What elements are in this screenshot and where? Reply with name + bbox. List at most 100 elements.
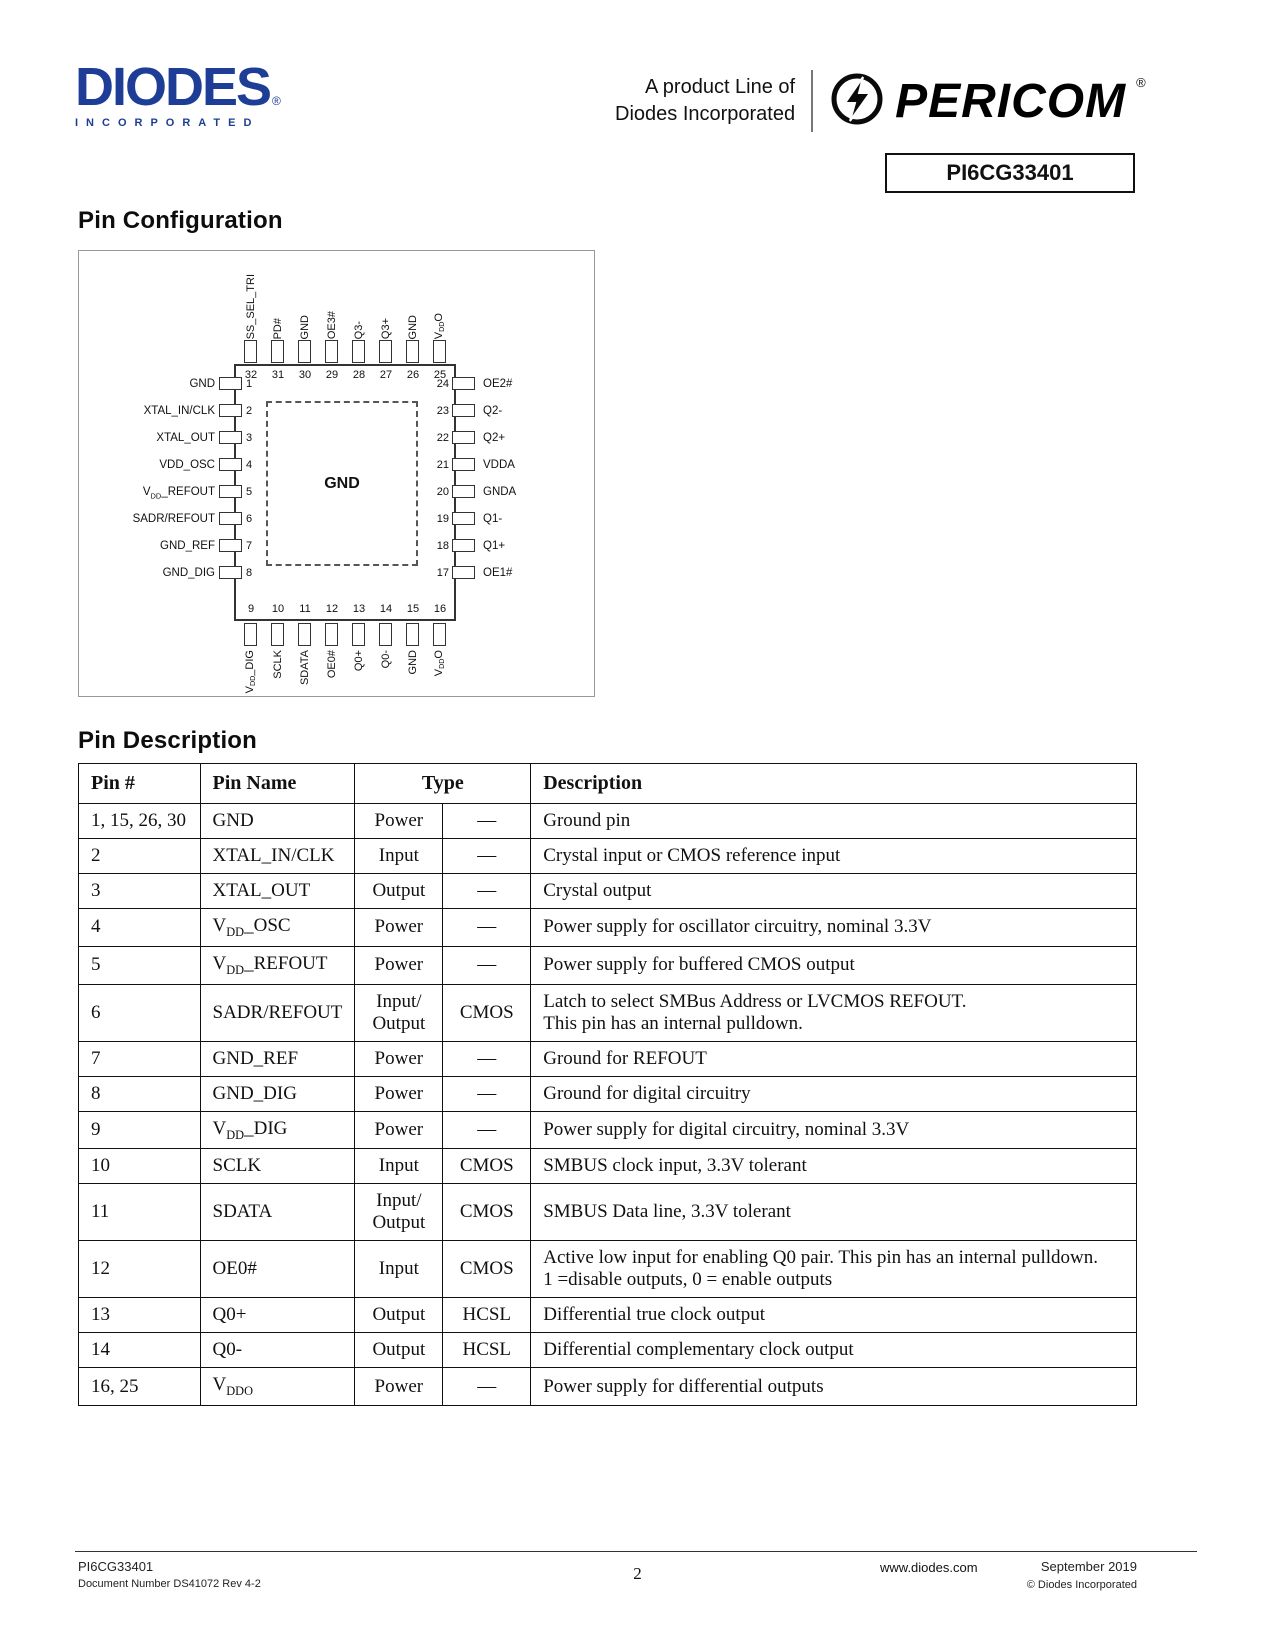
pin-label-14: Q0- <box>380 650 392 669</box>
pin-label-15: GND <box>407 650 419 675</box>
cell-pin-number: 4 <box>78 908 201 947</box>
pin-label-24: OE2# <box>483 378 513 390</box>
pin-number-11: 11 <box>299 603 311 615</box>
cell-subtype: CMOS <box>442 1148 532 1185</box>
pin-label-20: GNDA <box>483 486 517 498</box>
pin-number-30: 30 <box>298 369 312 381</box>
cell-description: SMBUS Data line, 3.3V tolerant <box>530 1183 1137 1242</box>
footer-website-link[interactable]: www.diodes.com <box>880 1560 978 1575</box>
cell-description: Power supply for differential outputs <box>530 1367 1137 1407</box>
footer-copyright: © Diodes Incorporated <box>1026 1578 1137 1591</box>
pin-number-19: 19 <box>436 513 449 525</box>
pericom-header: A product Line of Diodes Incorporated PE… <box>615 70 1146 132</box>
pin-number-27: 27 <box>379 369 393 381</box>
cell-description: Active low input for enabling Q0 pair. T… <box>530 1240 1137 1299</box>
cell-subtype: CMOS <box>442 1240 532 1299</box>
part-number-box: PI6CG33401 <box>885 153 1135 193</box>
cell-subtype: CMOS <box>442 983 532 1042</box>
pin-pad-6 <box>219 512 242 525</box>
diodes-wordmark: DIODES® <box>75 60 330 114</box>
pin-pad-28 <box>352 340 365 363</box>
product-line-1: A product Line of <box>645 76 796 98</box>
pin-pad-20 <box>452 485 475 498</box>
cell-type: Output <box>354 1332 444 1369</box>
pin-number-8: 8 <box>246 567 253 579</box>
footer-part-info: PI6CG33401 Document Number DS41072 Rev 4… <box>78 1558 261 1593</box>
cell-pin-number: 11 <box>78 1183 201 1242</box>
diodes-logo-text: DIODES <box>75 57 272 117</box>
pin-pad-2 <box>219 404 242 417</box>
pin-number-3: 3 <box>246 432 253 444</box>
pin-pad-19 <box>452 512 475 525</box>
pin-label-26: GND <box>407 314 419 339</box>
pin-label-30: GND <box>299 314 311 339</box>
pin-label-4: VDD_OSC <box>159 459 215 471</box>
pin-label-5: VDD_REFOUT <box>142 486 215 501</box>
cell-subtype: HCSL <box>442 1297 532 1334</box>
cell-type: Input <box>354 1240 444 1299</box>
cell-description: Latch to select SMBus Address or LVCMOS … <box>530 983 1137 1042</box>
pin-pad-12 <box>325 623 338 646</box>
footer-date: September 2019 <box>1040 1559 1137 1574</box>
pin-label-10: SCLK <box>272 650 284 679</box>
pin-pad-17 <box>452 566 475 579</box>
pin-label-29: OE3# <box>326 310 338 339</box>
pin-pad-15 <box>406 623 419 646</box>
cell-description: Differential complementary clock output <box>530 1332 1137 1369</box>
header-description: Description <box>530 763 1137 804</box>
footer-part-number: PI6CG33401 <box>78 1559 154 1574</box>
cell-description: Power supply for buffered CMOS output <box>530 945 1137 985</box>
part-number: PI6CG33401 <box>946 160 1074 185</box>
pin-number-22: 22 <box>436 432 449 444</box>
pin-number-24: 24 <box>436 378 449 390</box>
cell-type: Output <box>354 1297 444 1334</box>
pin-pad-4 <box>219 458 242 471</box>
pin-label-6: SADR/REFOUT <box>132 513 215 525</box>
cell-type: Power <box>354 1110 444 1150</box>
cell-description: Crystal input or CMOS reference input <box>530 838 1137 874</box>
pin-number-16: 16 <box>433 603 447 615</box>
pin-number-31: 31 <box>271 369 285 381</box>
cell-description: Crystal output <box>530 873 1137 909</box>
cell-description: Ground for digital circuitry <box>530 1075 1137 1112</box>
pin-pad-13 <box>352 623 365 646</box>
pin-label-16: VDDO <box>433 650 447 677</box>
cell-subtype: — <box>442 1075 532 1112</box>
pin-pad-27 <box>379 340 392 363</box>
cell-pin-number: 14 <box>78 1332 201 1369</box>
header-pin-name: Pin Name <box>199 763 356 804</box>
pericom-wordmark: PERICOM <box>895 74 1127 128</box>
cell-subtype: HCSL <box>442 1332 532 1369</box>
pin-label-28: Q3- <box>353 320 365 339</box>
cell-pin-name: XTAL_OUT <box>199 873 356 909</box>
cell-pin-number: 13 <box>78 1297 201 1334</box>
pin-label-2: XTAL_IN/CLK <box>143 405 215 417</box>
pin-number-14: 14 <box>379 603 393 615</box>
pin-pad-1 <box>219 377 242 390</box>
pin-number-26: 26 <box>406 369 420 381</box>
pericom-registered-mark-icon: ® <box>1136 74 1146 90</box>
pin-number-20: 20 <box>436 486 449 498</box>
pin-label-1: GND <box>189 378 215 390</box>
cell-pin-number: 7 <box>78 1040 201 1077</box>
pericom-logo: PERICOM ® <box>829 71 1146 132</box>
pin-label-12: OE0# <box>326 650 338 679</box>
center-ground-pad: GND <box>266 401 418 566</box>
cell-pin-number: 1, 15, 26, 30 <box>78 803 201 839</box>
pin-pad-9 <box>244 623 257 646</box>
pin-pad-29 <box>325 340 338 363</box>
pin-label-18: Q1+ <box>483 540 506 552</box>
cell-subtype: — <box>442 838 532 874</box>
